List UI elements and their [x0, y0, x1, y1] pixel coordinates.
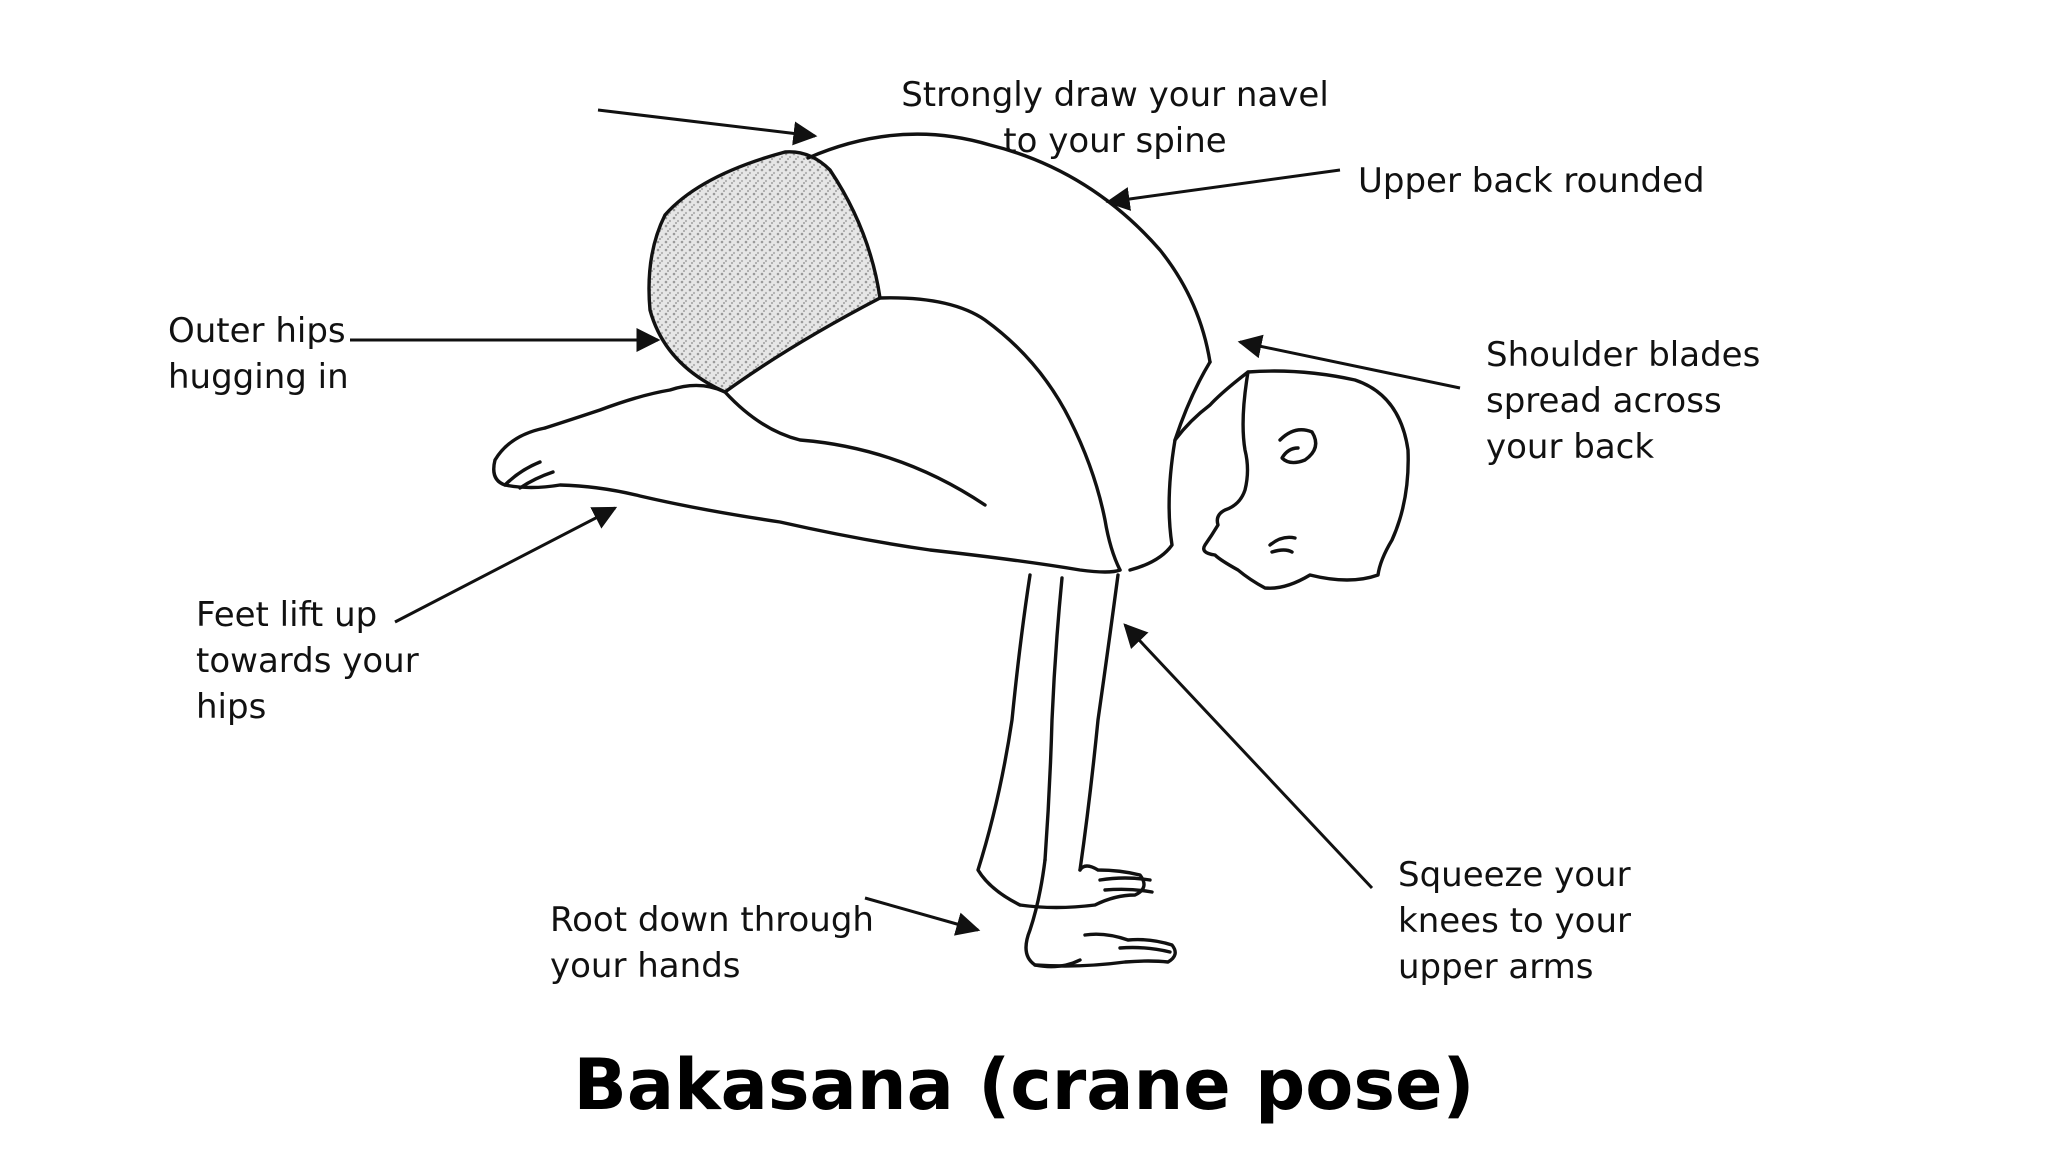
eye-brow: [1268, 535, 1297, 554]
page-title: Bakasana (crane pose): [573, 1044, 1475, 1126]
arm-back: [976, 573, 1032, 907]
label-hands: Root down through your hands: [550, 900, 874, 986]
label-shoulder-blades: Shoulder blades spread across your back: [1486, 335, 1761, 467]
shin-upper: [543, 383, 727, 430]
foot: [492, 426, 1122, 574]
arm-mid: [1078, 573, 1120, 872]
arrow-feet: [394, 506, 618, 624]
arrow-knees: [1123, 623, 1374, 890]
arrow-navel: [597, 108, 818, 146]
label-upper-back: Upper back rounded: [1358, 161, 1705, 201]
head: [1202, 369, 1410, 590]
shoulder: [1128, 360, 1212, 572]
torso-back: [806, 132, 1212, 364]
label-navel: Strongly draw your navel to your spine: [901, 75, 1329, 161]
ear: [1278, 428, 1318, 465]
forearm: [1024, 858, 1082, 969]
hand-front: [1033, 932, 1177, 968]
shorts: [647, 150, 882, 394]
arrow-shoulder-blades: [1237, 334, 1461, 390]
toes: [503, 460, 555, 490]
bent-leg: [723, 390, 987, 507]
neck: [1173, 370, 1250, 442]
thigh-top: [878, 296, 1122, 572]
fingers: [1098, 876, 1172, 954]
arrow-hands: [864, 896, 981, 936]
arrow-upper-back: [1105, 168, 1341, 211]
label-outer-hips: Outer hips hugging in: [168, 311, 349, 397]
arm-front: [1043, 576, 1064, 862]
label-feet: Feet lift up towards your hips: [196, 595, 419, 727]
hand-back: [1018, 864, 1146, 910]
label-knees: Squeeze your knees to your upper arms: [1398, 855, 1631, 987]
